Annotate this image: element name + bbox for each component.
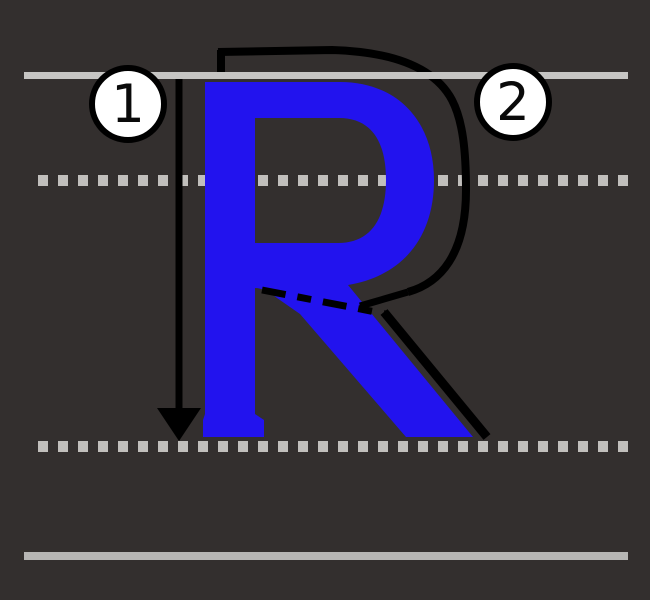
stroke-1-marker-label: 1 — [111, 73, 145, 135]
stroke-2-marker[interactable]: 2 — [474, 63, 552, 141]
stroke-2-dashed-crossing — [261, 286, 387, 318]
stroke-2-bowl-curve — [217, 45, 471, 296]
stroke-2-leg-line — [380, 309, 491, 440]
letter-glyph[interactable]: R — [203, 82, 473, 437]
stroke-1-marker[interactable]: 1 — [89, 65, 167, 143]
stroke-2-guide-path[interactable] — [217, 45, 491, 440]
stroke-1-guide-arrow[interactable] — [157, 74, 201, 441]
stroke-2-marker-label: 2 — [496, 71, 530, 133]
stroke-2-bowl-return — [359, 288, 409, 310]
stroke-1-arrowhead-icon — [157, 408, 201, 441]
